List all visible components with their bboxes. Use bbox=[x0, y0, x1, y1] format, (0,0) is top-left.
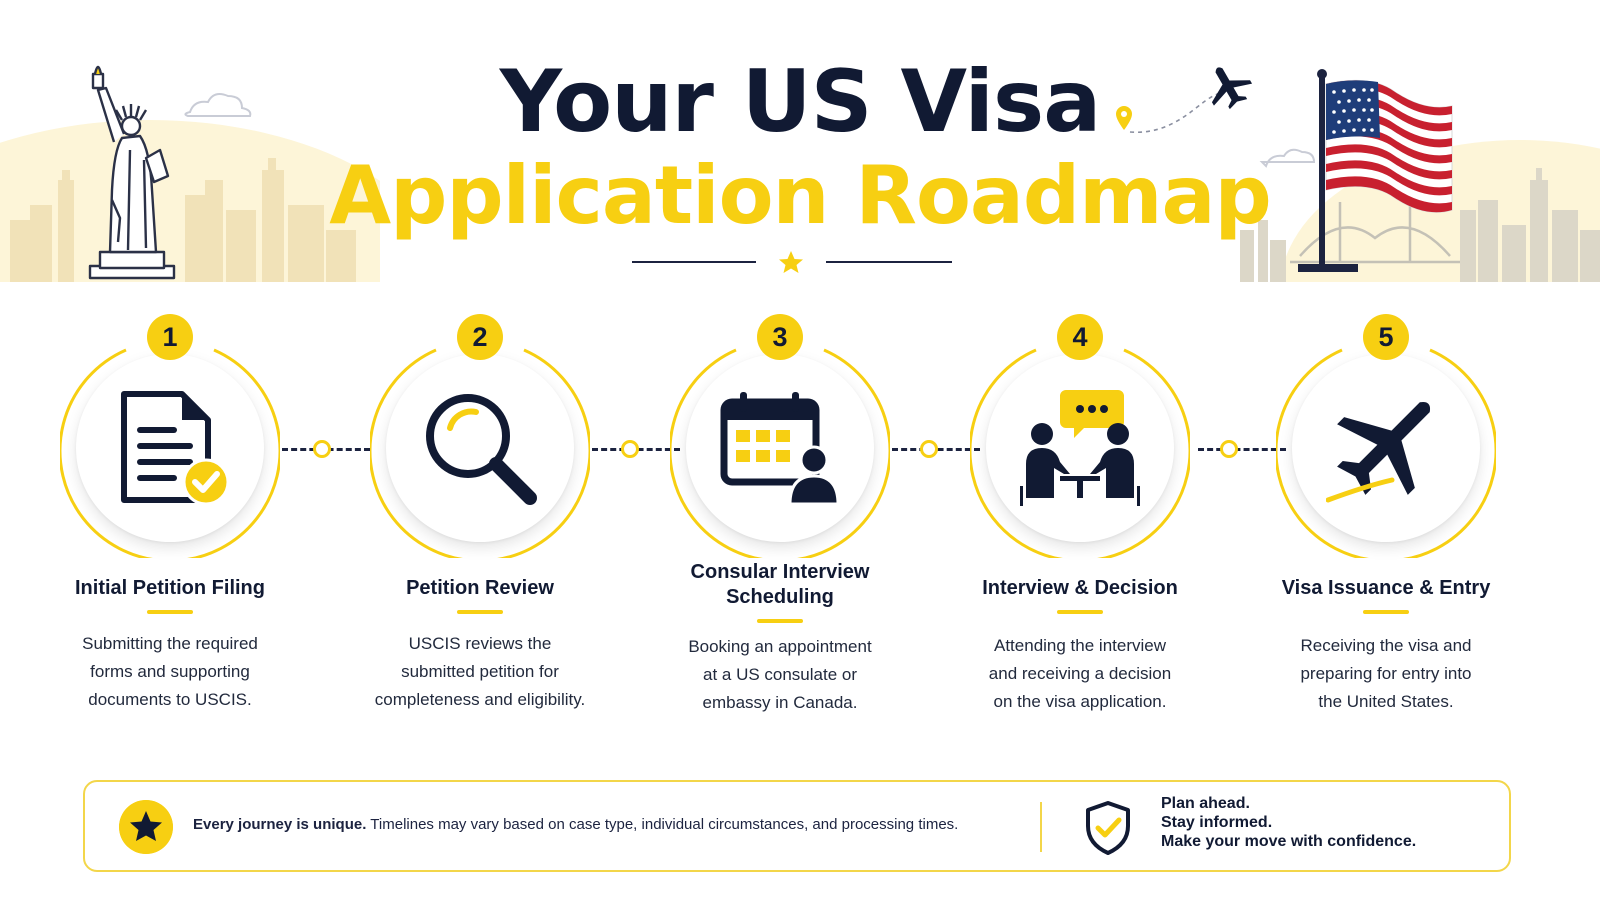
step-1: 1 Initial Petition Filing Submitting the… bbox=[20, 310, 320, 730]
connector-dot bbox=[1220, 440, 1238, 458]
step-title: Consular Interview Scheduling bbox=[690, 561, 870, 608]
star-icon bbox=[119, 800, 173, 854]
step-description: Booking an appointment at a US consulate… bbox=[688, 637, 872, 712]
title-line-1: Your US Visa bbox=[499, 52, 1102, 152]
step-number-badge: 1 bbox=[147, 314, 193, 360]
step-description: USCIS reviews the submitted petition for… bbox=[374, 634, 586, 709]
banner-separator bbox=[1040, 802, 1042, 852]
us-flag-skyline-illustration bbox=[1240, 69, 1600, 282]
title-line-2: Application Roadmap bbox=[329, 149, 1272, 242]
step-ring bbox=[370, 348, 590, 558]
connector-dot bbox=[621, 440, 639, 458]
step-2: 2 Petition Review USCIS reviews the subm… bbox=[330, 310, 630, 730]
step-number-badge: 4 bbox=[1057, 314, 1103, 360]
info-banner: Every journey is unique. Timelines may v… bbox=[83, 780, 1511, 872]
step-number-badge: 2 bbox=[457, 314, 503, 360]
step-title: Petition Review bbox=[406, 577, 554, 599]
calendar-person-icon bbox=[720, 392, 840, 506]
step-description: Attending the interview and receiving a … bbox=[988, 636, 1172, 711]
step-description: Submitting the required forms and suppor… bbox=[82, 634, 258, 709]
shield-check-icon bbox=[1086, 801, 1130, 855]
connector-4-5 bbox=[1198, 448, 1286, 451]
step-title-underline bbox=[147, 610, 193, 614]
interview-icon bbox=[1020, 390, 1140, 506]
step-ring bbox=[1276, 348, 1496, 558]
airplane-icon bbox=[1326, 401, 1431, 503]
step-description: Receiving the visa and preparing for ent… bbox=[1300, 636, 1472, 711]
plane-trail-icon bbox=[1116, 67, 1253, 134]
step-ring bbox=[670, 348, 890, 558]
document-check-icon bbox=[121, 391, 230, 506]
step-3: 3 Consular Interview Scheduling Booking … bbox=[630, 310, 930, 730]
connector-dot bbox=[920, 440, 938, 458]
step-title-underline bbox=[757, 619, 803, 623]
banner-note: Every journey is unique. Timelines may v… bbox=[193, 816, 959, 833]
step-number-badge: 5 bbox=[1363, 314, 1409, 360]
step-4: 4 Interview & Decision Attending the int… bbox=[930, 310, 1230, 730]
banner-tagline: Plan ahead. Stay informed. Make your mov… bbox=[1161, 795, 1417, 850]
page-title: Your US Visa Application Roadmap bbox=[0, 52, 1600, 242]
step-title: Interview & Decision bbox=[982, 577, 1178, 599]
step-ring bbox=[60, 348, 280, 558]
step-title: Initial Petition Filing bbox=[75, 577, 265, 599]
magnifier-icon bbox=[426, 394, 537, 505]
title-divider bbox=[632, 251, 952, 273]
statue-of-liberty-illustration bbox=[0, 65, 380, 282]
step-circle bbox=[986, 354, 1174, 542]
connector-dot bbox=[313, 440, 331, 458]
step-5: 5 Visa Issuance & Entry Receiving the vi… bbox=[1236, 310, 1536, 730]
step-title-underline bbox=[1057, 610, 1103, 614]
step-title-underline bbox=[457, 610, 503, 614]
step-number-badge: 3 bbox=[757, 314, 803, 360]
step-title: Visa Issuance & Entry bbox=[1281, 577, 1491, 599]
step-title-underline bbox=[1363, 610, 1409, 614]
step-ring bbox=[970, 348, 1190, 558]
